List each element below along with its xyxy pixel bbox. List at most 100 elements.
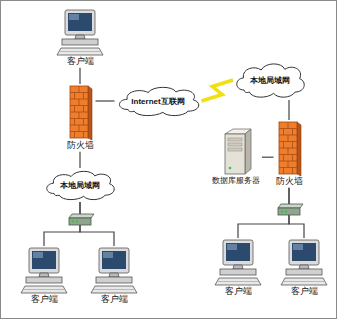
cloud-node: 本地局域网: [43, 168, 117, 202]
computer-icon-part: [292, 243, 316, 261]
device-label: 客户端: [225, 286, 252, 298]
computer-icon-part: [99, 248, 129, 273]
hub-light: [76, 221, 78, 223]
hub-front: [69, 218, 91, 225]
device-label: 客户端: [291, 286, 318, 298]
firewall-icon-part: [283, 155, 284, 162]
firewall-icon-part: [292, 129, 293, 136]
computer-icon-part: [24, 289, 64, 290]
computer-node: 客户端: [90, 246, 138, 306]
firewall-icon-part: [292, 155, 293, 162]
lightning-link: [202, 80, 234, 101]
firewall-icon-part: [283, 129, 284, 136]
network-cable: [79, 152, 80, 168]
computer-icon-part: [218, 281, 258, 282]
firewall-icon-part: [292, 142, 293, 149]
computer-icon-part: [299, 265, 309, 269]
computer-icon-part: [226, 243, 250, 261]
firewall-icon-part: [79, 99, 80, 106]
computer-icon-part: [223, 240, 253, 265]
server-node: 数据库服务器: [210, 128, 262, 186]
computer-icon-part: [75, 35, 85, 39]
firewall-icon: [276, 120, 302, 176]
network-cable: [96, 100, 115, 101]
network-cable: [79, 68, 80, 84]
device-label: 防火墙: [276, 176, 303, 188]
computer-icon-part: [284, 281, 324, 282]
firewall-icon-part: [83, 106, 84, 113]
computer-icon-part: [62, 39, 98, 45]
computer-icon-part: [57, 48, 103, 55]
computer-icon-part: [94, 289, 134, 290]
computer-icon-part: [33, 252, 43, 258]
firewall-icon-part: [283, 168, 284, 175]
server-icon-part: [245, 129, 251, 174]
firewall-node: 防火墙: [65, 84, 96, 152]
computer-icon-part: [21, 286, 67, 293]
firewall-icon-part: [74, 93, 75, 100]
hub-light: [72, 221, 74, 223]
device-label: 客户端: [31, 294, 58, 306]
computer-icon-part: [91, 286, 137, 293]
firewall-icon-part: [74, 119, 75, 126]
network-label: Internet互联网: [131, 95, 184, 107]
computer-icon-part: [26, 277, 62, 283]
computer-icon: [56, 8, 104, 56]
computer-icon: [214, 238, 262, 286]
firewall-icon-part: [279, 122, 297, 174]
computer-icon-part: [233, 265, 243, 269]
hub-light: [285, 211, 287, 213]
computer-icon-part: [39, 273, 49, 277]
firewall-icon-part: [288, 148, 289, 155]
device-label: 防火墙: [67, 140, 94, 152]
computer-node: 客户端: [20, 246, 68, 306]
firewall-icon-part: [297, 122, 301, 176]
server-icon-part: [229, 167, 232, 170]
computer-icon-part: [102, 251, 126, 269]
firewall-icon-part: [74, 132, 75, 139]
cloud-outline-path: [237, 64, 304, 97]
computer-icon-part: [109, 273, 119, 277]
cloud-node: 本地局域网: [233, 60, 307, 100]
computer-icon-part: [220, 269, 256, 275]
computer-icon-part: [68, 13, 92, 31]
computer-icon-part: [293, 244, 303, 250]
device-label: 客户端: [101, 294, 128, 306]
hub-top: [278, 204, 303, 208]
firewall-icon-part: [288, 135, 289, 142]
server-icon-part: [225, 134, 245, 174]
firewall-icon-part: [83, 93, 84, 100]
computer-icon-part: [103, 252, 113, 258]
server-icon-part: [228, 148, 242, 151]
firewall-icon-part: [83, 119, 84, 126]
computer-icon-part: [96, 277, 132, 283]
firewall-icon-part: [288, 122, 289, 129]
hub-symbol: [69, 214, 94, 225]
firewall-icon-part: [70, 86, 88, 138]
server-icon-part: [228, 138, 242, 141]
network-cable: [262, 157, 274, 158]
hub-top: [69, 214, 94, 218]
cloud-outline-path: [119, 87, 198, 115]
firewall-icon-part: [79, 86, 80, 93]
computer-icon-part: [281, 278, 327, 285]
network-label: 本地局域网: [250, 74, 290, 86]
device-label: 数据库服务器: [212, 176, 260, 186]
computer-icon: [90, 246, 138, 294]
network-label: 本地局域网: [60, 179, 100, 191]
firewall-icon-part: [79, 125, 80, 132]
firewall-icon: [67, 84, 93, 140]
computer-icon-part: [29, 248, 59, 273]
computer-icon-part: [289, 240, 319, 265]
computer-node: 客户端: [214, 238, 262, 298]
server-icon-part: [228, 143, 242, 146]
computer-icon-part: [60, 51, 100, 52]
hub-light: [281, 211, 283, 213]
computer-icon: [20, 246, 68, 294]
firewall-icon-part: [288, 161, 289, 168]
computer-icon-part: [69, 14, 79, 20]
device-label: 客户端: [67, 56, 94, 68]
computer-node: 客户端: [280, 238, 328, 298]
firewall-icon-part: [79, 112, 80, 119]
